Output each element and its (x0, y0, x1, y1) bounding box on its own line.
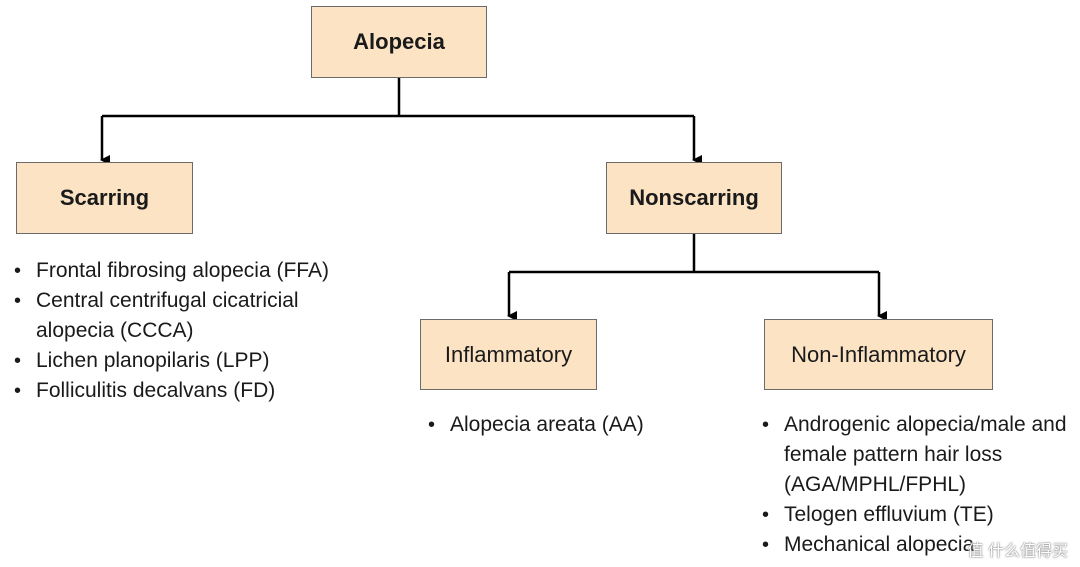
node-alopecia: Alopecia (311, 6, 487, 78)
list-item: Lichen planopilaris (LPP) (14, 346, 354, 376)
list-item: Telogen effluvium (TE) (762, 500, 1074, 530)
connector-root-to-branches (102, 78, 694, 118)
node-scarring: Scarring (16, 162, 193, 234)
connector-nonscarring-to-subtypes (509, 234, 879, 274)
watermark: 值 什么值得买 (967, 543, 1068, 560)
node-inflammatory: Inflammatory (420, 319, 597, 390)
inflammatory-list: Alopecia areata (AA) (428, 410, 728, 440)
list-item: Alopecia areata (AA) (428, 410, 728, 440)
non-inflammatory-list: Androgenic alopecia/male and female patt… (762, 410, 1074, 560)
list-item: Androgenic alopecia/male and female patt… (762, 410, 1074, 500)
list-item: Folliculitis decalvans (FD) (14, 376, 354, 406)
scarring-list: Frontal fibrosing alopecia (FFA) Central… (14, 256, 354, 406)
list-item: Mechanical alopecia (762, 530, 1074, 560)
node-nonscarring: Nonscarring (606, 162, 782, 234)
list-item: Frontal fibrosing alopecia (FFA) (14, 256, 354, 286)
node-non-inflammatory: Non-Inflammatory (764, 319, 993, 390)
list-item: Central centrifugal cicatricial alopecia… (14, 286, 354, 346)
